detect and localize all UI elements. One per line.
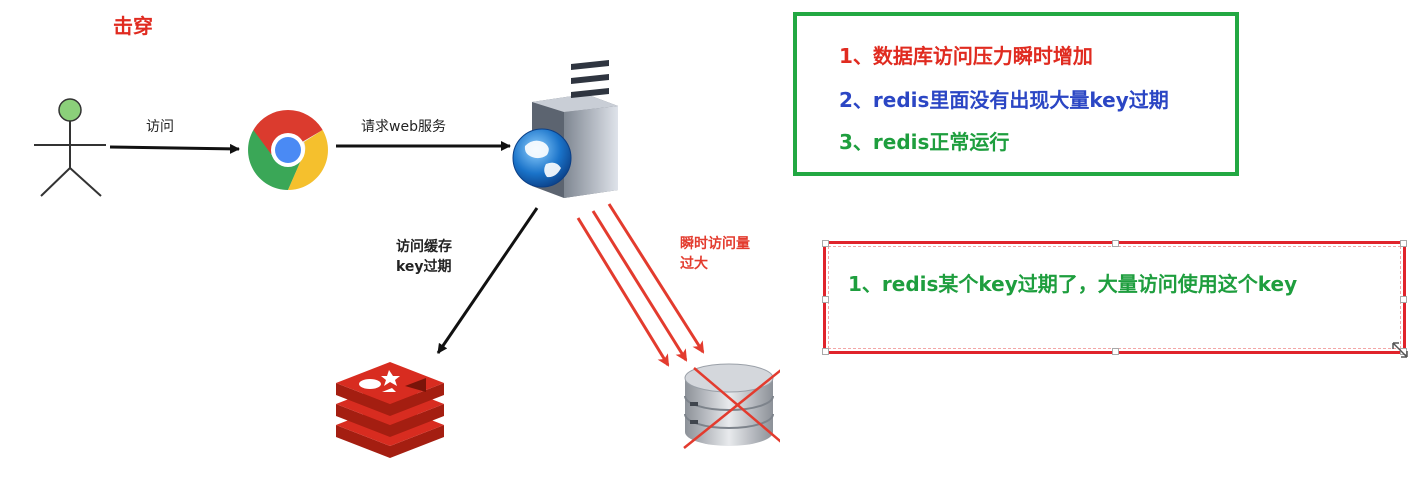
flow-diagram bbox=[34, 59, 780, 458]
arrow-burst-3 bbox=[607, 203, 705, 354]
label-visit: 访问 bbox=[146, 119, 174, 135]
consequence-item-2: 2、redis里面没有出现大量key过期 bbox=[839, 88, 1169, 112]
cause-text: 1、redis某个key过期了，大量访问使用这个key bbox=[848, 272, 1298, 296]
server-icon bbox=[512, 59, 618, 198]
consequence-item-3: 3、redis正常运行 bbox=[839, 130, 1010, 154]
resize-handle-bottom-left[interactable] bbox=[822, 348, 829, 355]
diagram-title: 击穿 bbox=[113, 14, 153, 38]
resize-cursor-icon bbox=[1392, 342, 1408, 358]
arrow-cache-access bbox=[436, 207, 539, 354]
chrome-icon bbox=[248, 110, 328, 190]
redis-icon bbox=[336, 362, 444, 458]
arrow-burst-1 bbox=[576, 217, 670, 367]
label-too-large: 过大 bbox=[680, 256, 708, 272]
resize-handle-right[interactable] bbox=[1400, 296, 1407, 303]
cause-box[interactable]: 1、redis某个key过期了，大量访问使用这个key bbox=[822, 240, 1407, 355]
resize-handle-top-left[interactable] bbox=[822, 240, 829, 247]
label-request-web: 请求web服务 bbox=[361, 119, 446, 135]
consequences-box: 1、数据库访问压力瞬时增加 2、redis里面没有出现大量key过期 3、red… bbox=[793, 12, 1239, 176]
cross-out-icon bbox=[683, 367, 780, 449]
arrow-burst-2 bbox=[591, 210, 688, 362]
label-burst-traffic: 瞬时访问量 bbox=[680, 236, 750, 252]
resize-handle-left[interactable] bbox=[822, 296, 829, 303]
resize-handle-bottom[interactable] bbox=[1112, 348, 1119, 355]
label-cache-access: 访问缓存 bbox=[396, 239, 452, 255]
consequence-item-1: 1、数据库访问压力瞬时增加 bbox=[839, 44, 1093, 68]
arrow-visit bbox=[109, 143, 240, 154]
label-key-expired: key过期 bbox=[396, 259, 452, 275]
database-icon bbox=[684, 363, 774, 446]
stick-figure-icon bbox=[34, 98, 106, 197]
selection-outline bbox=[828, 246, 1401, 349]
resize-handle-top[interactable] bbox=[1112, 240, 1119, 247]
resize-handle-top-right[interactable] bbox=[1400, 240, 1407, 247]
